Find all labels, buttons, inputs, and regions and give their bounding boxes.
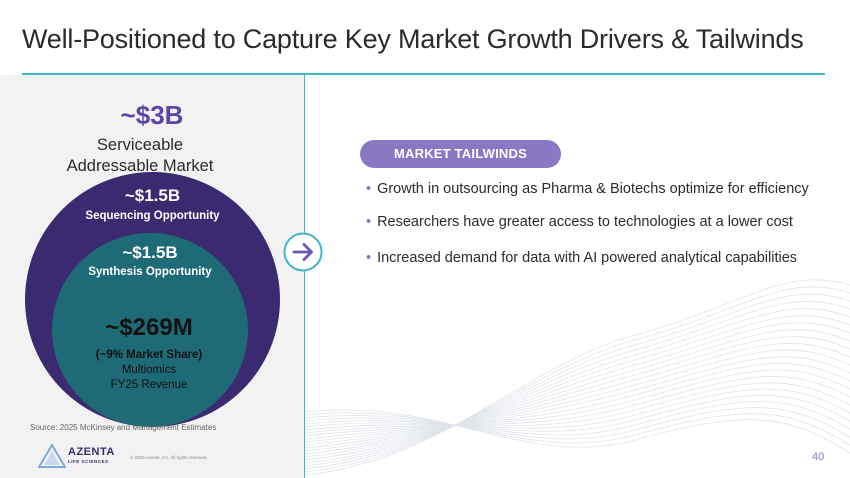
wave-line	[305, 293, 850, 470]
wave-line	[305, 308, 850, 464]
serviceable-market-value: ~$3B	[120, 100, 184, 130]
tailwind-item: • Growth in outsourcing as Pharma & Biote…	[366, 181, 809, 197]
wave-line	[305, 376, 850, 434]
tailwind-item: • Researchers have greater access to tech…	[366, 214, 793, 230]
logo-wordmark: AZENTA	[68, 446, 115, 458]
tailwinds-panel	[305, 75, 850, 478]
market-tailwinds-heading: MARKET TAILWINDS	[360, 140, 561, 168]
wave-line	[305, 343, 850, 449]
wave-line	[305, 409, 850, 454]
title-divider	[22, 73, 825, 75]
tailwind-item: • Increased demand for data with AI power…	[366, 250, 797, 266]
wave-line	[305, 286, 850, 473]
synthesis-opportunity-circle	[52, 233, 248, 427]
tailwind-item-text: Researchers have greater access to techn…	[377, 214, 793, 230]
wave-line	[305, 382, 850, 431]
serviceable-market-label: Serviceable Addressable Market	[0, 135, 280, 177]
slide-title: Well-Positioned to Capture Key Market Gr…	[22, 24, 804, 54]
copyright-notice: © 2025 Azenta, Inc. All rights reserved.	[130, 455, 208, 460]
serviceable-market-label-line1: Serviceable	[96, 136, 184, 154]
wave-line	[305, 356, 850, 443]
logo-subtitle: LIFE SCIENCES	[68, 459, 109, 464]
sequencing-value: ~$1.5B	[124, 186, 181, 205]
wave-line	[305, 388, 850, 429]
wave-line	[305, 369, 850, 437]
bullet-icon: •	[366, 214, 372, 230]
azenta-logo-icon	[38, 444, 66, 468]
serviceable-market-label-line2: Addressable Market	[66, 157, 214, 175]
wave-line	[305, 322, 850, 458]
wave-line	[305, 315, 850, 461]
tailwind-item-text: Increased demand for data with AI powere…	[377, 250, 798, 266]
revenue-label-line1: Multiomics	[121, 364, 177, 376]
wave-line	[305, 401, 850, 436]
arrow-right-icon	[283, 232, 323, 272]
revenue-market-share: (~9% Market Share)	[95, 349, 203, 361]
source-note: Source: 2025 McKinsey and Management Est…	[30, 423, 217, 432]
synthesis-value: ~$1.5B	[122, 243, 178, 262]
wave-line	[305, 363, 850, 440]
wave-line	[305, 394, 850, 432]
sequencing-label: Sequencing Opportunity	[85, 210, 220, 222]
wave-line	[305, 279, 850, 476]
wave-line	[305, 336, 850, 452]
bullet-icon: •	[366, 250, 372, 266]
wave-line	[305, 349, 850, 446]
panel-divider	[304, 75, 305, 478]
revenue-value: ~$269M	[105, 314, 193, 341]
bullet-icon: •	[366, 181, 372, 197]
tailwind-item-text: Growth in outsourcing as Pharma & Biotec…	[377, 181, 809, 197]
wave-line	[305, 407, 850, 440]
wave-line	[305, 301, 850, 467]
page-number: 40	[812, 451, 825, 463]
wave-line	[305, 329, 850, 455]
revenue-label-line2: FY25 Revenue	[110, 379, 188, 391]
decorative-waves	[305, 279, 850, 476]
wave-line	[305, 412, 850, 446]
synthesis-label: Synthesis Opportunity	[88, 266, 212, 278]
